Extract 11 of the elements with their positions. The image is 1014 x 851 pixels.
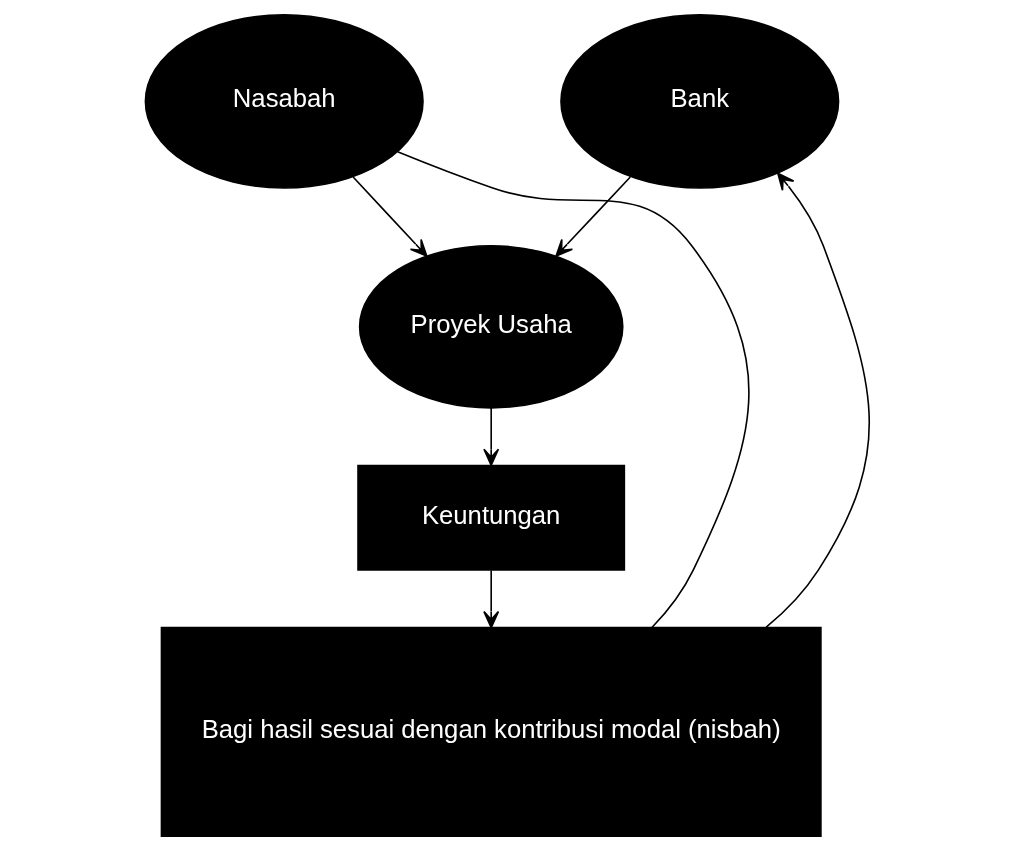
node-box: Bagi hasil sesuai dengan kontribusi modal (nisbah) [160,626,822,838]
arrow [764,172,870,628]
node-ellipse: Proyek Usaha [358,245,624,409]
arrow [554,176,631,257]
node-ellipse: Bank [559,13,839,189]
node-box: Keuntungan [356,464,625,571]
arrow [482,569,499,629]
arrow [482,407,499,467]
arrow [351,176,428,257]
connector [396,150,749,629]
node-ellipse: Nasabah [144,13,424,189]
